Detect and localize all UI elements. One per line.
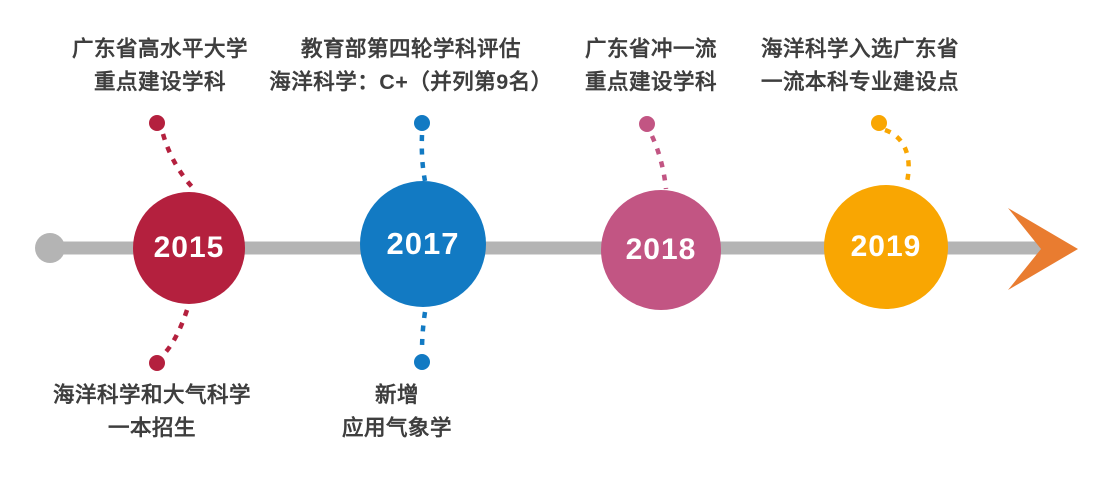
arrow-right-icon xyxy=(1008,208,1078,290)
label-2015-top-line2: 重点建设学科 xyxy=(93,70,227,94)
connector-2015-bottom-dot xyxy=(149,355,165,371)
label-2018-top-line2: 重点建设学科 xyxy=(584,70,718,94)
label-2017-bottom: 新增 应用气象学 xyxy=(342,379,452,445)
label-2017-bottom-line2: 应用气象学 xyxy=(341,416,453,440)
label-2017-top-line2: 海洋科学：C+（并列第9名） xyxy=(269,70,553,94)
connector-2017-bottom-dot xyxy=(414,354,430,370)
connector-2018-top xyxy=(649,135,669,190)
label-2017-bottom-line1: 新增 xyxy=(374,383,420,407)
label-2019-top-line2: 一流本科专业建设点 xyxy=(760,70,960,94)
milestone-node-2018: 2018 xyxy=(601,190,721,310)
connector-2019-top xyxy=(884,127,911,187)
label-2019-top-line1: 海洋科学入选广东省 xyxy=(760,37,960,61)
milestone-node-2017: 2017 xyxy=(360,181,486,307)
label-2017-top: 教育部第四轮学科评估 海洋科学：C+（并列第9名） xyxy=(269,33,553,99)
timeline-axis xyxy=(48,241,1045,255)
milestone-node-2019: 2019 xyxy=(824,185,948,309)
connector-2015-top-dot xyxy=(149,115,165,131)
timeline-start-dot xyxy=(35,233,65,263)
label-2015-top: 广东省高水平大学 重点建设学科 xyxy=(72,33,248,99)
connector-2015-top xyxy=(160,133,195,190)
label-2015-bottom: 海洋科学和大气科学 一本招生 xyxy=(53,379,251,445)
milestone-year-2018: 2018 xyxy=(625,233,697,266)
milestone-year-2019: 2019 xyxy=(850,230,922,263)
label-2018-top-line1: 广东省冲一流 xyxy=(584,37,718,61)
label-2015-top-line1: 广东省高水平大学 xyxy=(71,37,249,61)
connector-2017-top-dot xyxy=(414,115,430,131)
milestone-node-2015: 2015 xyxy=(133,192,245,304)
label-2019-top: 海洋科学入选广东省 一流本科专业建设点 xyxy=(761,33,959,99)
milestone-year-2015: 2015 xyxy=(153,231,225,264)
connector-2015-bottom xyxy=(162,309,190,356)
connector-2017-bottom xyxy=(419,311,428,352)
connector-2017-top xyxy=(419,134,428,182)
connector-2019-top-dot xyxy=(871,115,887,131)
label-2018-top: 广东省冲一流 重点建设学科 xyxy=(585,33,717,99)
milestone-year-2017: 2017 xyxy=(386,226,460,261)
label-2015-bottom-line2: 一本招生 xyxy=(107,416,197,440)
connector-2018-top-dot xyxy=(639,116,655,132)
label-2015-bottom-line1: 海洋科学和大气科学 xyxy=(52,383,252,407)
label-2017-top-line1: 教育部第四轮学科评估 xyxy=(300,37,522,61)
